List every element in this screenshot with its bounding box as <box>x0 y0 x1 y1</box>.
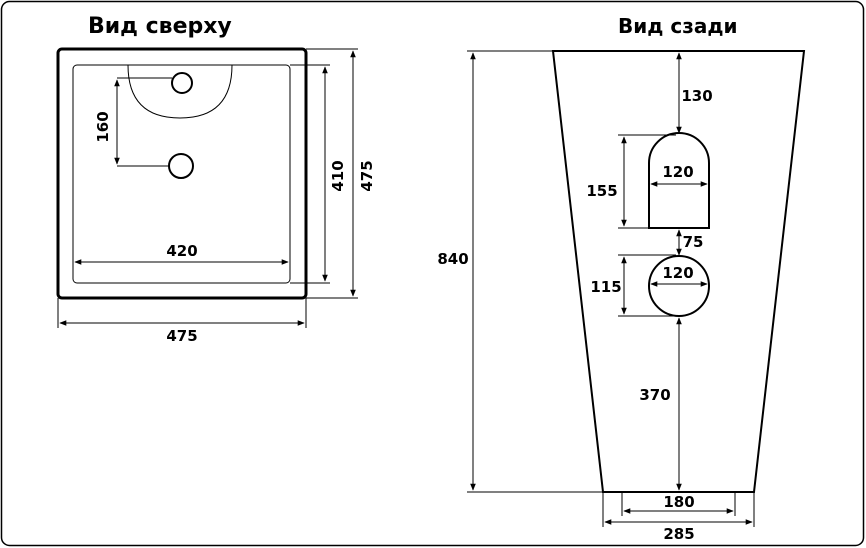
dim-label-130: 130 <box>681 87 712 105</box>
dim-label-115: 115 <box>590 278 621 296</box>
top-view: Вид сверху 160 420 410 475 475 <box>58 14 376 345</box>
dim-label-420: 420 <box>166 242 197 260</box>
dim-label-370: 370 <box>639 386 670 404</box>
dim-label-155: 155 <box>586 182 617 200</box>
dim-label-475-vertical: 475 <box>358 160 376 191</box>
dim-label-75: 75 <box>683 233 704 251</box>
drain-hole <box>169 154 193 178</box>
dim-label-840: 840 <box>437 250 468 268</box>
dim-label-120-lower: 120 <box>662 264 693 282</box>
back-view: Вид сзади 840 130 120 155 75 120 115 <box>437 14 804 543</box>
top-view-title: Вид сверху <box>88 14 232 39</box>
basin-outer-outline <box>58 49 306 298</box>
dim-label-160: 160 <box>94 111 112 142</box>
dim-label-120-upper: 120 <box>662 163 693 181</box>
dim-label-180: 180 <box>663 493 694 511</box>
faucet-hole <box>172 73 192 93</box>
dim-label-475-horizontal: 475 <box>166 327 197 345</box>
dim-label-285: 285 <box>663 525 694 543</box>
back-view-title: Вид сзади <box>618 14 738 38</box>
dim-label-410: 410 <box>329 160 347 191</box>
